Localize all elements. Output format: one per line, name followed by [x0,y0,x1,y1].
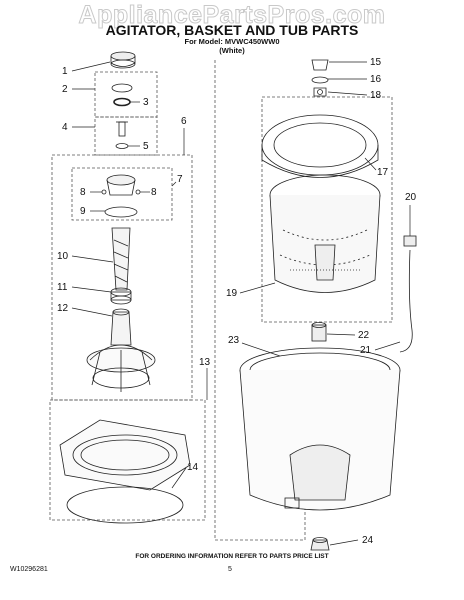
callout-8-left: 8 [80,187,86,198]
callout-20: 20 [405,192,417,203]
group-box-13 [49,399,206,521]
balance-ring-part [261,114,379,178]
group-box-4-5 [94,116,158,156]
callout-4: 4 [62,122,68,133]
group-box-7-9 [71,167,173,221]
tub-coupling-part [311,322,327,342]
hub-hardware-part [311,59,329,97]
tub-ring-part [59,419,191,524]
drain-hose-part [399,235,417,353]
callout-21: 21 [360,345,372,356]
callout-15: 15 [370,57,382,68]
agitator-cap-part [110,51,136,69]
outer-tub-part [239,347,401,511]
page-title: AGITATOR, BASKET AND TUB PARTS [105,22,359,38]
coupler-part [101,174,141,218]
callout-18: 18 [370,90,382,101]
callout-9: 9 [80,206,86,217]
model-line: For Model: MVWC450WW0 [184,37,280,46]
callout-3: 3 [143,97,149,108]
callout-16: 16 [370,74,382,85]
callout-13: 13 [199,357,211,368]
color-line: (White) [219,46,245,55]
watermark-logo: AppliancePartsPros.com [78,1,386,30]
callout-8-right: 8 [151,187,157,198]
document-number: W10296281 [10,566,48,573]
callout-2: 2 [62,84,68,95]
cap-seal-part [111,83,133,107]
callout-24: 24 [362,535,374,546]
callout-5: 5 [143,141,149,152]
impeller-part [86,308,156,392]
callout-22: 22 [358,330,370,341]
callout-1: 1 [62,66,68,77]
group-box-17-19 [261,96,393,323]
callout-23: 23 [228,335,240,346]
tub-nut-part [310,537,330,551]
group-box-1-3 [94,71,158,118]
callout-6: 6 [181,116,187,127]
basket-part [269,174,381,293]
callout-17: 17 [377,167,389,178]
callout-11: 11 [57,282,68,293]
callout-7: 7 [177,174,183,185]
page-number: 5 [228,566,232,573]
callout-19: 19 [226,288,238,299]
ordering-note: FOR ORDERING INFORMATION REFER TO PARTS … [135,553,329,560]
agitator-core-part [111,227,131,291]
callout-10: 10 [57,251,69,262]
callout-12: 12 [57,303,69,314]
bolt-part [115,121,129,149]
callout-14: 14 [187,462,199,473]
